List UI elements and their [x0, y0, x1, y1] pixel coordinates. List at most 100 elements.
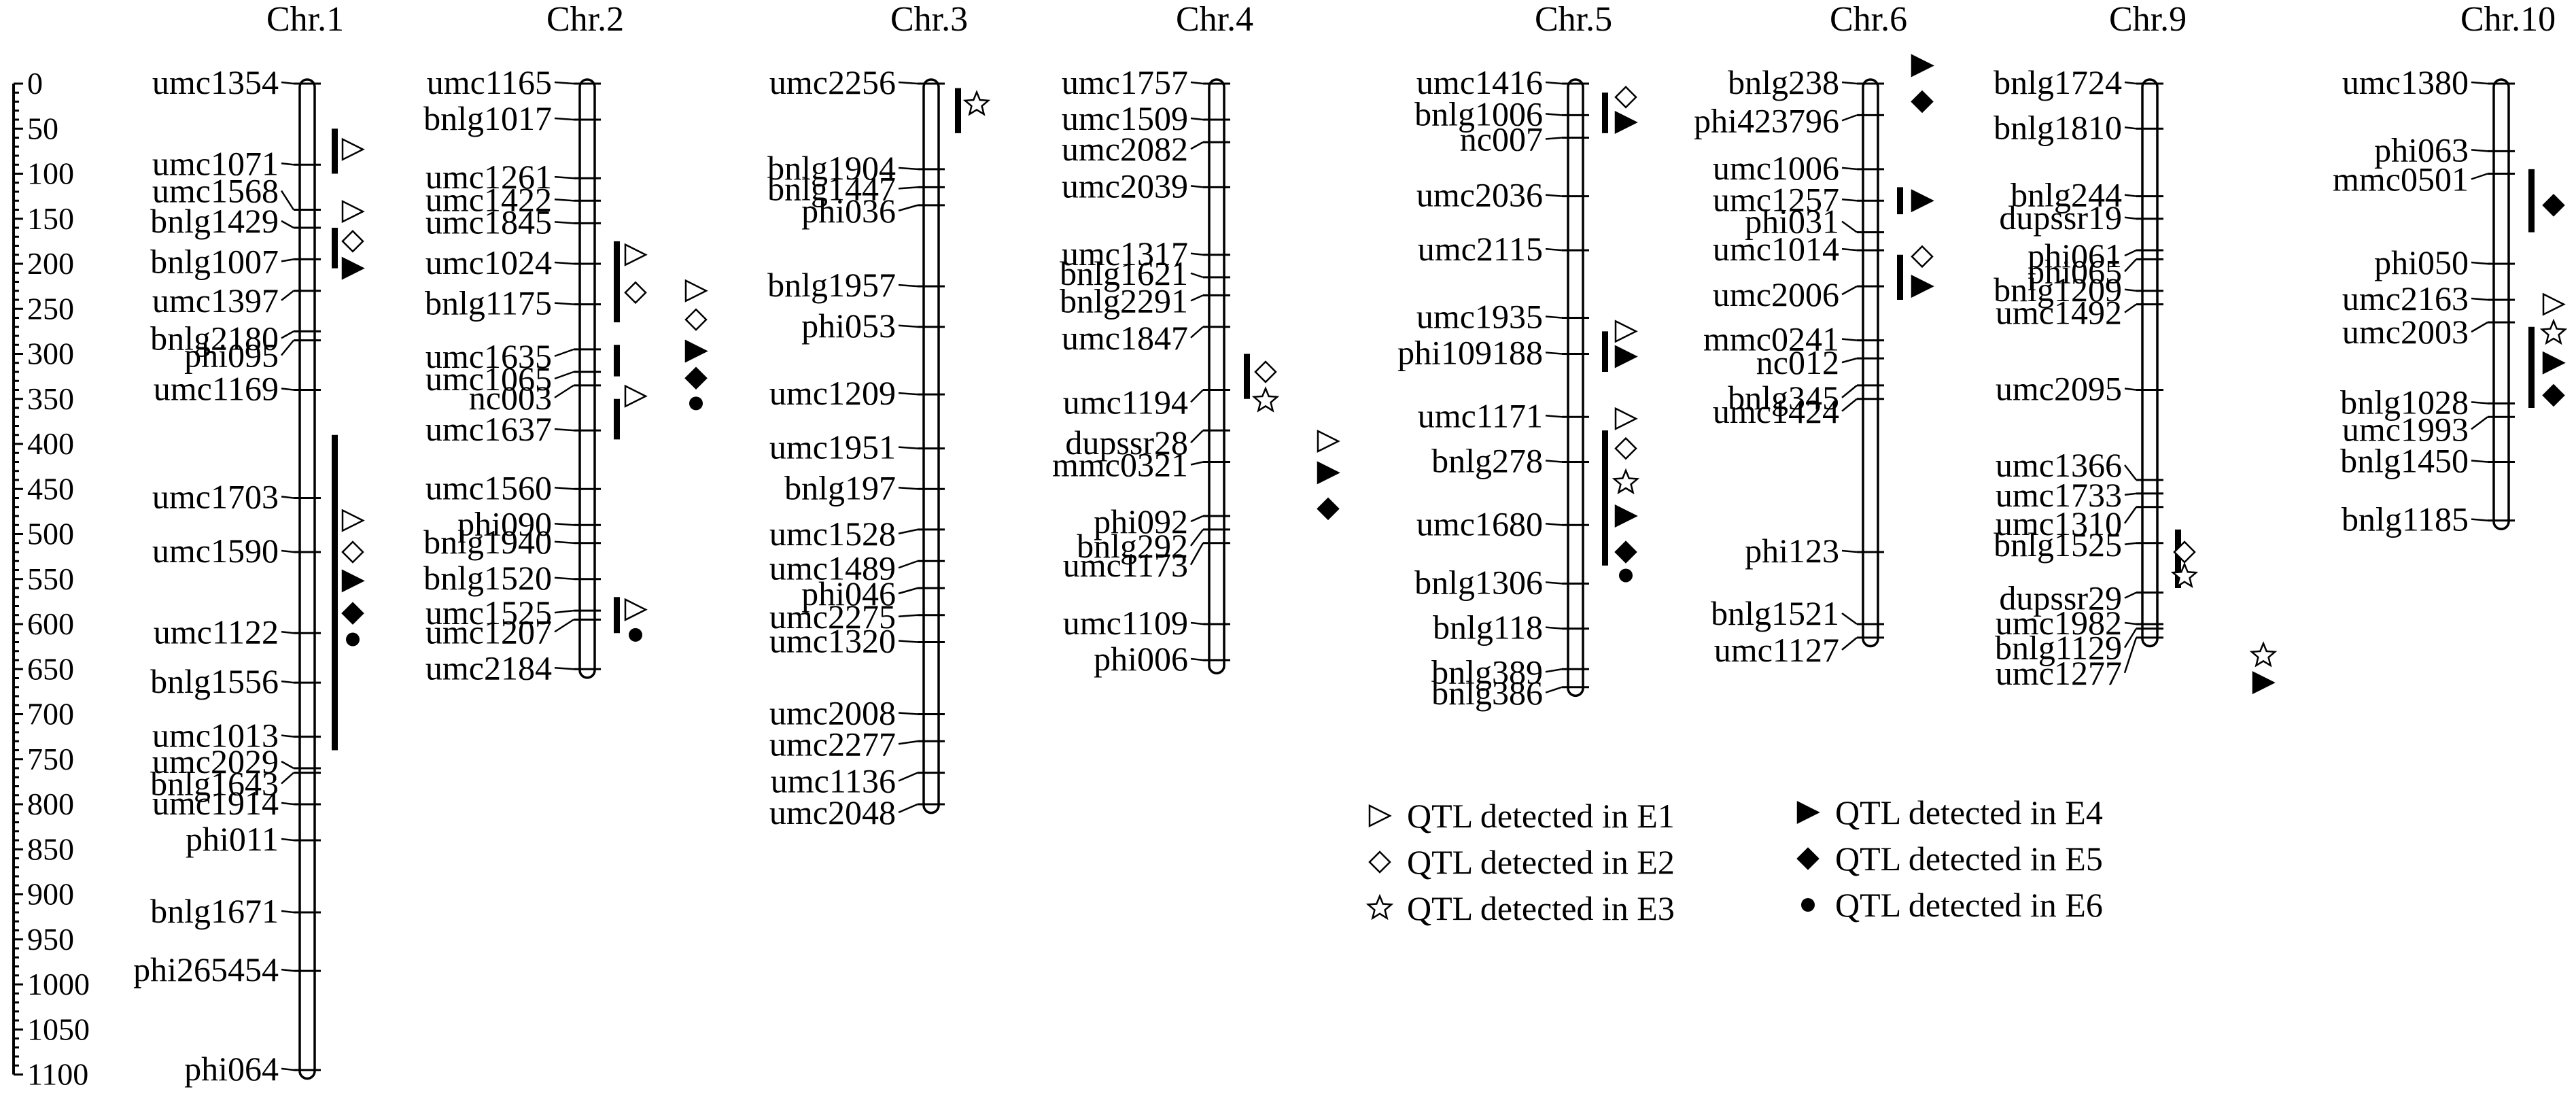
marker-label: umc1169	[154, 370, 279, 408]
scale-tick-label: 150	[27, 201, 74, 236]
marker-label: umc2082	[1062, 130, 1188, 168]
marker-leader	[554, 302, 574, 305]
marker-label: umc1065	[425, 360, 552, 398]
marker-leader	[1545, 626, 1563, 630]
dot-filled-icon	[689, 396, 703, 411]
marker-leader	[1545, 315, 1563, 319]
diamond-open-icon	[1368, 850, 1391, 874]
marker-leader	[2471, 518, 2488, 521]
marker-label: umc1194	[1063, 383, 1188, 422]
chromosome-rod	[578, 78, 596, 679]
marker-label: phi265454	[133, 950, 279, 989]
marker-leader	[898, 283, 918, 288]
marker-leader	[2124, 126, 2137, 130]
qtl-interval-bar	[614, 597, 620, 634]
marker-leader	[2124, 542, 2137, 545]
marker-leader	[554, 487, 574, 490]
marker-label: umc1171	[1418, 396, 1543, 434]
marker-leader	[898, 640, 918, 643]
marker-leader	[898, 528, 918, 535]
chromosome-label: Chr.3	[890, 0, 968, 39]
marker-label: phi011	[186, 820, 279, 858]
scale-tick-label: 100	[27, 156, 74, 191]
marker-leader	[281, 220, 294, 229]
marker-label: umc1568	[152, 172, 279, 210]
marker-label: bnlg1185	[2342, 500, 2469, 538]
marker-leader	[2471, 297, 2488, 301]
scale-tick-label: 0	[27, 66, 43, 101]
marker-leader	[1545, 137, 1563, 140]
marker-leader	[2471, 173, 2488, 180]
qtl-interval-bar	[332, 128, 338, 174]
marker-label: phi006	[1094, 640, 1188, 678]
marker-label: phi090	[457, 504, 552, 543]
chromosome-label: Chr.6	[1830, 0, 1907, 39]
qtl-interval-bar	[1602, 92, 1608, 133]
star-open-icon	[2249, 641, 2278, 668]
marker-label: umc2006	[1713, 275, 1839, 313]
marker-leader	[280, 190, 295, 211]
marker-leader	[2471, 401, 2488, 405]
marker-label: umc2184	[425, 649, 552, 687]
marker-label: umc1509	[1062, 99, 1188, 137]
marker-label: bnlg1671	[150, 892, 279, 930]
marker-label: umc1014	[1713, 230, 1839, 268]
marker-label: umc1560	[425, 468, 552, 506]
dot-filled-icon	[1619, 568, 1633, 583]
marker-leader	[2124, 194, 2137, 197]
scale-tick-label: 50	[27, 111, 58, 145]
star-open-icon	[2539, 318, 2568, 345]
marker-leader	[2471, 416, 2488, 430]
marker-leader	[1545, 415, 1563, 418]
marker-leader	[2123, 506, 2138, 524]
marker-leader	[1841, 167, 1858, 171]
marker-label: umc2029	[152, 742, 279, 780]
qtl-interval-bar	[2528, 326, 2535, 408]
diamond-open-icon	[624, 281, 647, 305]
chromosome-rod	[298, 78, 316, 1080]
qtl-interval-bar	[614, 345, 620, 377]
marker-label: umc1136	[771, 762, 896, 800]
marker-leader	[898, 803, 918, 814]
marker-label: umc2275	[769, 598, 896, 636]
chromosome-rod	[1208, 78, 1225, 674]
diamond-open-icon	[341, 230, 364, 253]
marker-leader	[2124, 492, 2137, 496]
marker-label: bnlg1209	[1994, 271, 2122, 309]
marker-leader	[281, 388, 294, 391]
qtl-interval-bar	[955, 88, 961, 133]
marker-leader	[554, 609, 574, 614]
marker-label: dupssr29	[1999, 579, 2122, 617]
triangle-open-icon	[624, 384, 648, 408]
marker-leader	[1841, 199, 1858, 202]
marker-leader	[2124, 591, 2137, 599]
marker-leader	[2123, 628, 2138, 649]
marker-leader	[281, 258, 294, 262]
scale-tick-label: 550	[27, 562, 74, 596]
diamond-filled-icon	[2542, 383, 2565, 407]
triangle-filled-icon	[341, 256, 365, 280]
marker-label: phi065	[2027, 252, 2122, 290]
scale-axis: 0501001502002503003504004505005506006507…	[12, 66, 90, 1092]
triangle-filled-icon	[1911, 275, 1934, 298]
triangle-open-icon	[1614, 407, 1638, 430]
marker-label: bnlg1520	[423, 559, 552, 597]
marker-leader	[281, 162, 294, 166]
marker-leader	[1841, 384, 1858, 398]
marker-label: bnlg345	[1728, 379, 1839, 417]
scale-tick-label: 500	[27, 517, 74, 551]
marker-leader	[1545, 668, 1563, 673]
marker-leader	[2124, 303, 2137, 313]
marker-leader	[281, 680, 294, 684]
triangle-open-icon	[624, 598, 648, 621]
triangle-filled-icon	[1796, 800, 1820, 825]
marker-label: umc1013	[152, 717, 279, 755]
marker-leader	[1190, 252, 1204, 256]
marker-leader	[281, 496, 294, 499]
marker-label: bnlg386	[1431, 674, 1543, 712]
diamond-open-icon	[684, 308, 708, 331]
triangle-filled-icon	[1317, 461, 1340, 485]
chromosome-rod	[1862, 78, 1879, 648]
marker-leader	[281, 838, 294, 842]
chromosome-chr10: Chr.10umc1380phi063mmc0501phi050umc2163u…	[2333, 0, 2556, 538]
